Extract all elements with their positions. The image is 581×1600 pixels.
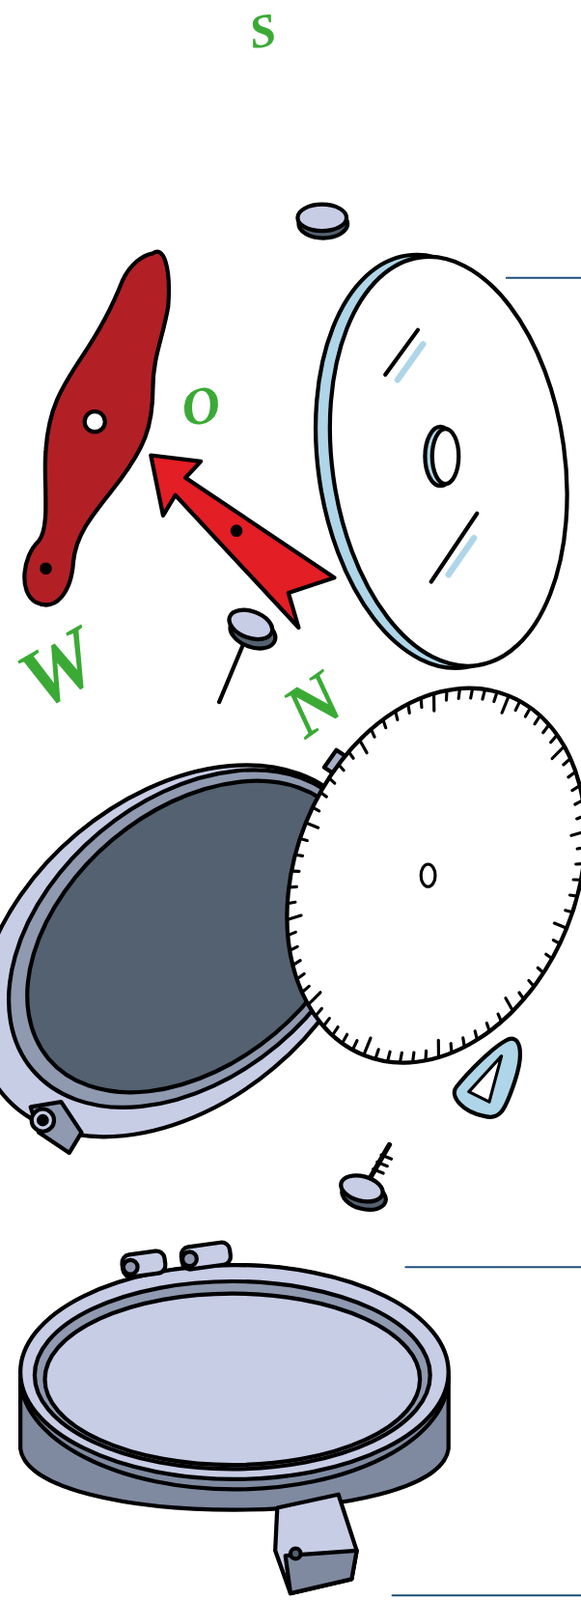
glass-disk xyxy=(290,238,581,684)
dial-tick xyxy=(494,691,498,702)
dial-tick xyxy=(312,806,320,811)
dial-tick xyxy=(563,758,571,765)
dial-tick xyxy=(505,997,514,1011)
direction-letter: N xyxy=(270,658,357,749)
dial-tick xyxy=(395,710,398,720)
dial-tick xyxy=(565,910,573,913)
dial-tick xyxy=(305,822,319,828)
dial-tick xyxy=(474,1030,477,1040)
dial-tick xyxy=(307,992,321,1005)
dial-tick xyxy=(463,1037,466,1047)
screw xyxy=(337,1143,391,1214)
dial-tick xyxy=(553,940,560,944)
dial-tick xyxy=(375,1049,379,1059)
dial-tick xyxy=(486,1023,490,1031)
dial-tick xyxy=(359,739,368,752)
dial-tick xyxy=(543,723,550,732)
dial-tick xyxy=(323,1018,330,1026)
dial-tick xyxy=(553,922,567,928)
dial-tick xyxy=(352,1040,358,1051)
dial-tick xyxy=(575,800,581,804)
dial-tick xyxy=(573,877,581,881)
dial-tick xyxy=(501,695,509,714)
dial-tick xyxy=(569,894,578,896)
leader-line xyxy=(392,1593,581,1596)
dial-tick xyxy=(383,719,387,727)
dial-tick xyxy=(458,688,460,698)
dial-tick xyxy=(534,715,541,724)
dial-tick xyxy=(302,985,309,992)
dial-tick xyxy=(568,771,577,777)
dial-tick xyxy=(419,697,424,708)
dial-tick xyxy=(348,751,354,759)
dial-tick xyxy=(320,792,327,798)
leader-line xyxy=(506,276,581,279)
dial-tick xyxy=(292,960,301,966)
leader-line xyxy=(405,1265,581,1268)
dial-tick xyxy=(552,746,565,759)
dial-tick xyxy=(525,707,530,717)
dial-tick xyxy=(577,815,581,819)
dial-tick xyxy=(297,972,305,979)
dial-tick xyxy=(289,945,298,950)
compass-base xyxy=(20,1241,449,1594)
dial-tick xyxy=(287,901,296,904)
dial-tick xyxy=(291,868,300,872)
dial-tick xyxy=(342,1033,348,1043)
needle-arrow xyxy=(150,455,334,628)
dial-tick xyxy=(470,688,473,698)
dial-tick xyxy=(399,1051,402,1062)
dial-tick xyxy=(295,854,304,856)
dial-tick xyxy=(387,1051,390,1061)
dial-tick xyxy=(413,1051,415,1062)
dial-tick xyxy=(363,1037,371,1055)
cap-part xyxy=(297,204,348,239)
dial-tick xyxy=(288,885,297,889)
dial-tick xyxy=(408,703,411,713)
dial-tick xyxy=(315,1008,323,1017)
dial-tick xyxy=(338,764,344,771)
dial-tick xyxy=(537,967,544,972)
dial-tick xyxy=(528,980,534,987)
dial-card xyxy=(233,642,581,1107)
sight-triangle xyxy=(454,1038,521,1117)
dial-tick xyxy=(287,931,296,935)
dial-tick xyxy=(449,1043,454,1053)
dial-tick xyxy=(519,992,525,999)
dial-tick xyxy=(576,861,581,866)
dial-tick xyxy=(432,692,436,711)
dial-tick xyxy=(286,914,302,919)
direction-letter: W xyxy=(4,612,111,723)
dial-tick xyxy=(498,1013,502,1022)
dial-tick xyxy=(572,785,581,791)
dial-tick xyxy=(482,689,486,699)
dial-tick xyxy=(329,777,335,783)
sight-triangle-hole xyxy=(469,1055,502,1103)
dial-tick xyxy=(546,953,553,959)
dial-tick xyxy=(423,1050,428,1060)
dial-tick xyxy=(571,830,581,835)
dial-tick xyxy=(437,1039,441,1057)
direction-letter: S xyxy=(246,4,280,56)
dial-tick xyxy=(577,847,581,850)
dial-tick xyxy=(515,700,521,711)
dial-tick xyxy=(332,1026,338,1036)
needle-counterweight xyxy=(24,251,169,606)
direction-letter: O xyxy=(177,376,225,436)
dial-tick xyxy=(551,734,558,743)
dial-tick xyxy=(370,728,375,737)
dial-tick xyxy=(300,837,307,840)
dial-tick xyxy=(444,690,449,700)
